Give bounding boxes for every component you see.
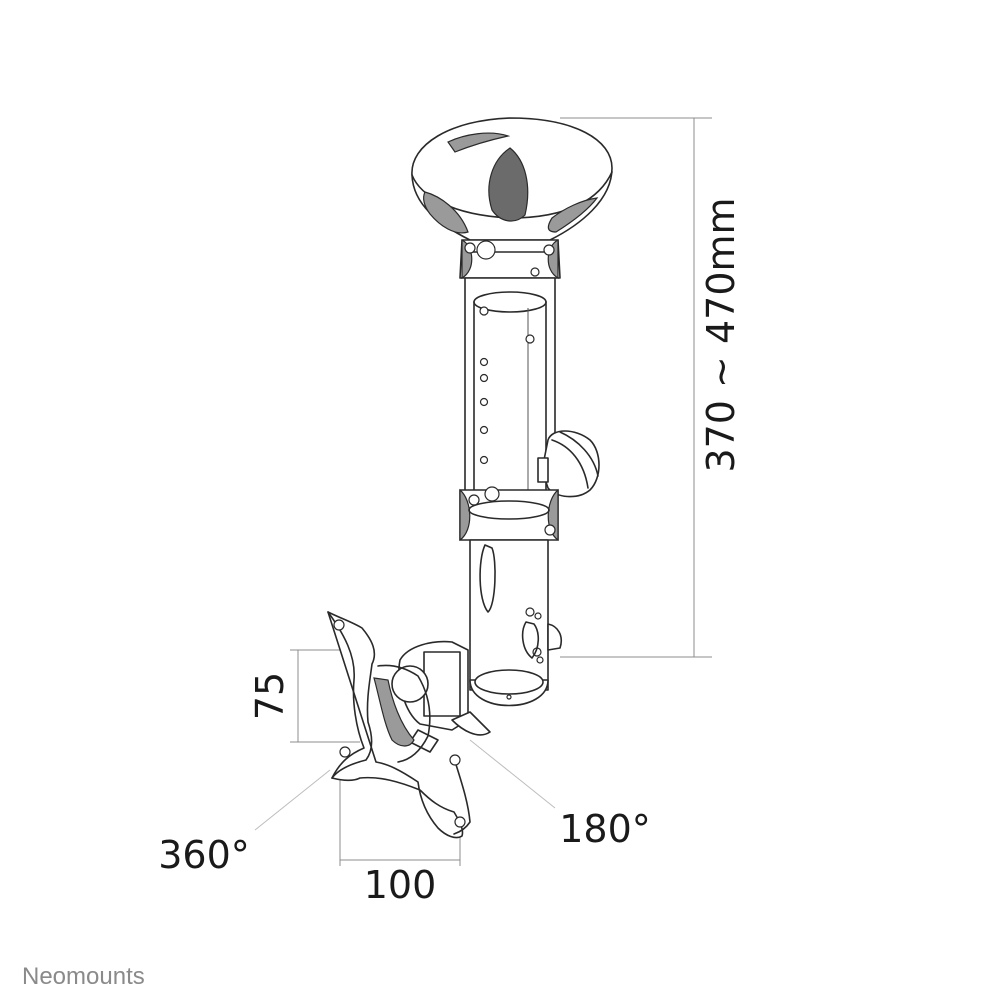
adjustment-knob [537, 430, 600, 498]
brand-logo: Neomounts [22, 963, 145, 990]
upper-collar [459, 239, 561, 280]
vesa-plate [327, 611, 471, 839]
tilt-head [391, 640, 491, 753]
tilt-angle-label: 180° [559, 807, 651, 851]
middle-collar [459, 486, 559, 542]
inner-tube [469, 539, 563, 691]
angle-leader-lines [254, 739, 556, 831]
height-dimension-lines [560, 117, 712, 658]
height-dimension-label: 370 ~ 470mm [699, 197, 743, 472]
vesa-width-label: 100 [364, 863, 437, 907]
ceiling-plate [411, 117, 613, 241]
vesa-height-label: 75 [248, 672, 292, 720]
swivel-angle-label: 360° [158, 833, 250, 877]
tube-bottom-cap [469, 669, 549, 707]
outer-tube [464, 277, 556, 640]
